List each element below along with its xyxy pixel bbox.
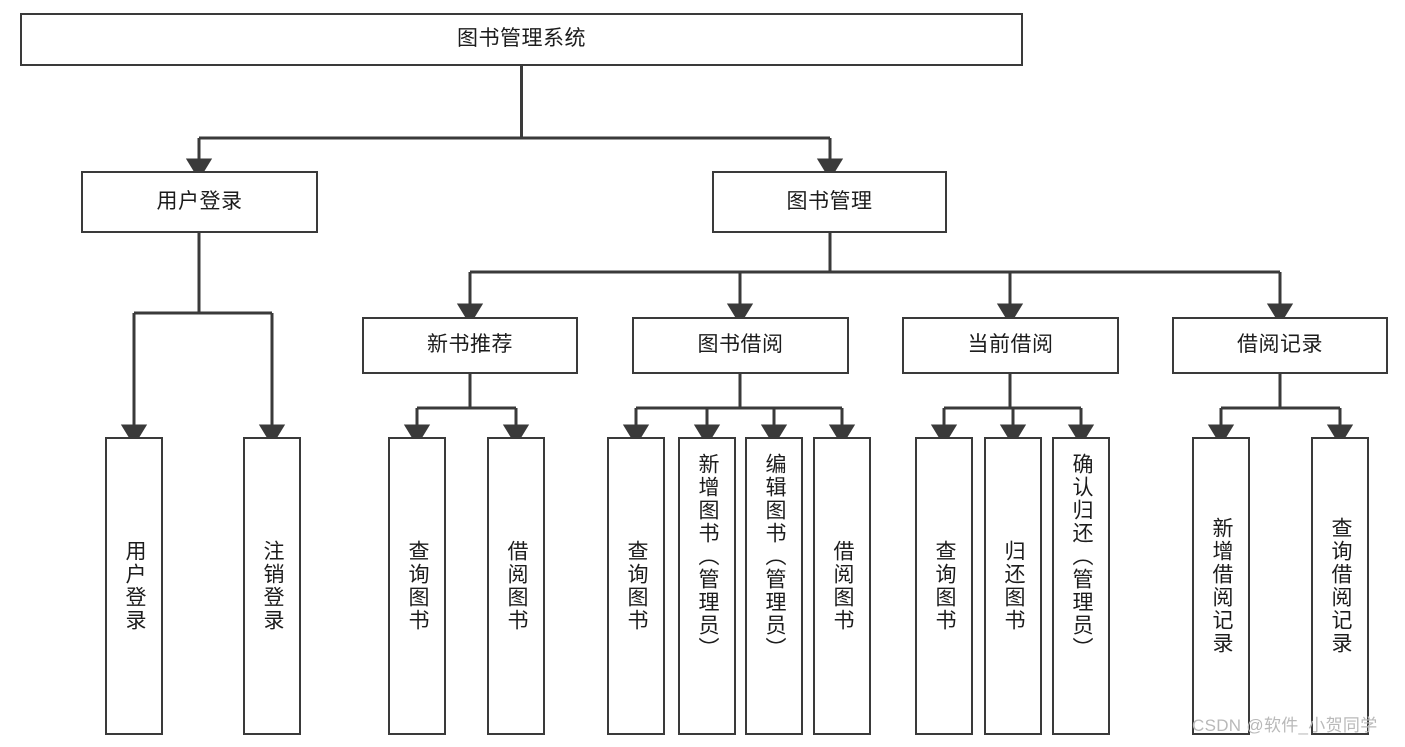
node-leaf-logout[interactable]: 注销登录 [243,437,301,735]
node-leaf-confirm-return[interactable]: 确认归还（管理员） [1052,437,1110,735]
node-leaf-return-book[interactable]: 归还图书 [984,437,1042,735]
node-leaf-user-login-label: 用户登录 [123,540,147,632]
node-leaf-query-record[interactable]: 查询借阅记录 [1311,437,1369,735]
node-leaf-borrow-book[interactable]: 借阅图书 [813,437,871,735]
node-borrow-record-label: 借阅记录 [1237,333,1323,357]
node-book-borrow[interactable]: 图书借阅 [632,317,849,374]
node-current-borrow[interactable]: 当前借阅 [902,317,1119,374]
node-user-login-label: 用户登录 [156,189,243,213]
node-leaf-add-book-label: 新增图书（管理员） [696,453,720,660]
node-leaf-query-book-label: 查询图书 [625,540,649,632]
node-new-book-rec-label: 新书推荐 [427,333,513,357]
node-new-book-rec[interactable]: 新书推荐 [362,317,578,374]
node-root[interactable]: 图书管理系统 [20,13,1023,66]
node-leaf-query-book-cur-label: 查询图书 [933,540,957,632]
node-book-borrow-label: 图书借阅 [697,333,784,357]
node-leaf-confirm-return-label: 确认归还（管理员） [1070,453,1094,660]
csdn-watermark: CSDN @软件_小贺同学 [1192,716,1378,735]
node-book-manage-label: 图书管理 [786,189,873,213]
node-leaf-return-book-label: 归还图书 [1002,540,1026,632]
node-book-manage[interactable]: 图书管理 [712,171,947,233]
node-leaf-borrow-book-label: 借阅图书 [831,540,855,632]
node-root-label: 图书管理系统 [457,27,586,51]
node-leaf-add-book[interactable]: 新增图书（管理员） [678,437,736,735]
node-leaf-query-book-cur[interactable]: 查询图书 [915,437,973,735]
node-leaf-borrow-book-rec-label: 借阅图书 [505,540,529,632]
node-leaf-borrow-book-rec[interactable]: 借阅图书 [487,437,545,735]
node-leaf-add-record[interactable]: 新增借阅记录 [1192,437,1250,735]
node-leaf-query-book-rec-label: 查询图书 [406,540,430,632]
node-leaf-edit-book-label: 编辑图书（管理员） [763,453,787,660]
node-current-borrow-label: 当前借阅 [967,333,1054,357]
node-leaf-query-book-rec[interactable]: 查询图书 [388,437,446,735]
node-leaf-add-record-label: 新增借阅记录 [1210,517,1234,655]
node-leaf-query-record-label: 查询借阅记录 [1329,517,1353,655]
node-leaf-logout-label: 注销登录 [261,540,285,632]
node-leaf-query-book[interactable]: 查询图书 [607,437,665,735]
node-borrow-record[interactable]: 借阅记录 [1172,317,1388,374]
node-leaf-user-login[interactable]: 用户登录 [105,437,163,735]
node-leaf-edit-book[interactable]: 编辑图书（管理员） [745,437,803,735]
node-user-login[interactable]: 用户登录 [81,171,318,233]
